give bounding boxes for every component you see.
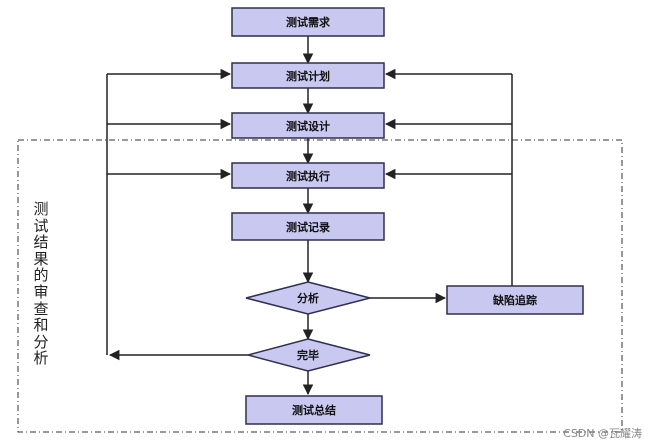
node-analyze-label: 分析 <box>297 291 319 305</box>
node-summary-label: 测试总结 <box>292 403 336 417</box>
node-plan-label: 测试计划 <box>286 69 330 83</box>
node-requirement-label: 测试需求 <box>286 15 331 29</box>
node-analyze: 分析 <box>245 281 371 315</box>
node-record: 测试记录 <box>231 212 385 241</box>
node-execute: 测试执行 <box>231 162 385 189</box>
node-finish-label: 完毕 <box>297 348 319 362</box>
node-defect-label: 缺陷追踪 <box>492 293 537 307</box>
node-finish: 完毕 <box>245 338 371 372</box>
node-requirement: 测试需求 <box>231 7 385 37</box>
node-execute-label: 测试执行 <box>286 169 330 183</box>
review-region-border <box>17 139 623 433</box>
node-summary: 测试总结 <box>245 395 383 425</box>
watermark: CSDN @瓦耀涛 <box>563 427 642 440</box>
node-record-label: 测试记录 <box>286 220 330 234</box>
node-plan: 测试计划 <box>231 62 385 89</box>
review-region-label: 测试结果的审查和分析 <box>33 200 49 368</box>
node-defect: 缺陷追踪 <box>446 285 584 315</box>
node-design-label: 测试设计 <box>286 119 330 133</box>
node-design: 测试设计 <box>231 112 385 139</box>
